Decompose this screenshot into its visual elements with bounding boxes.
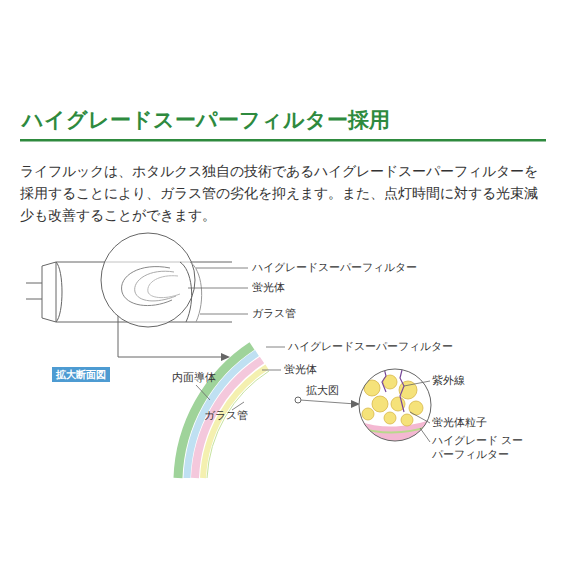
- body-text: ライフルックは、ホタルクス独自の技術であるハイグレードスーパーフィルターを採用す…: [20, 160, 548, 226]
- part-label: 内面導体: [172, 371, 216, 385]
- section-leaders: [196, 347, 356, 410]
- part-label: ガラス管: [204, 409, 248, 423]
- part-label: 拡大図: [306, 384, 339, 398]
- zoom-view: [355, 365, 435, 445]
- part-label: ハイグレード スーパーフィルター: [432, 434, 527, 462]
- badge-text: 拡大断面図: [56, 369, 106, 380]
- zoom-leaders: [404, 381, 430, 442]
- part-label: ハイグレードスーパーフィルター: [288, 340, 453, 354]
- part-label: 蛍光体: [252, 281, 285, 295]
- leader-lines: [188, 268, 248, 314]
- part-label: ガラス管: [252, 307, 296, 321]
- section-badge: 拡大断面図: [52, 367, 110, 382]
- part-label: 紫外線: [432, 374, 465, 388]
- section-arcs: [178, 346, 269, 478]
- part-label: 蛍光体粒子: [432, 416, 487, 430]
- title: ハイグレードスーパーフィルター採用: [22, 106, 390, 134]
- part-label: 蛍光体: [284, 363, 317, 377]
- title-rule: [20, 139, 546, 142]
- part-label: ハイグレードスーパーフィルター: [252, 261, 417, 275]
- tube: [26, 233, 232, 357]
